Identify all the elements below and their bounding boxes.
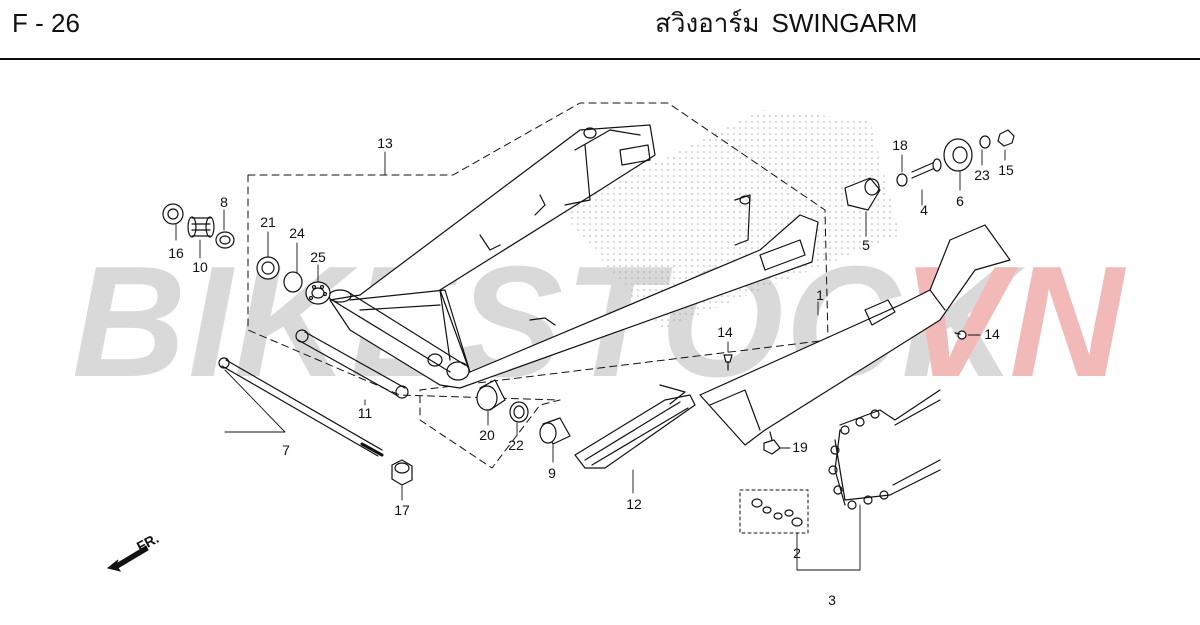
callout-13: 13 <box>377 135 393 151</box>
bolt-14-right <box>954 330 967 340</box>
callout-24: 24 <box>289 225 305 241</box>
adjuster-bolt-4 <box>911 158 942 179</box>
callout-14-right: 14 <box>984 326 1000 342</box>
page-code: F - 26 <box>12 8 80 38</box>
arrow-icon <box>106 545 149 572</box>
drive-chain <box>828 389 941 510</box>
callout-17: 17 <box>394 502 410 518</box>
needle-bearing-20 <box>476 379 506 411</box>
page-title-thai: สวิงอาร์ม <box>655 8 760 38</box>
callout-5: 5 <box>862 237 870 253</box>
callout-3: 3 <box>828 592 836 608</box>
page-title: สวิงอาร์ม SWINGARM <box>655 6 917 40</box>
shading-band <box>560 110 900 330</box>
adjuster-stopper-5 <box>844 177 881 211</box>
callout-12: 12 <box>626 496 642 512</box>
leader-lines <box>175 149 1006 571</box>
callout-7: 7 <box>282 442 290 458</box>
pivot-nut <box>391 459 413 486</box>
dust-seal-spring-10 <box>187 216 215 238</box>
callout-20: 20 <box>479 427 495 443</box>
callout-9: 9 <box>548 465 556 481</box>
subassembly-boundary-13 <box>247 102 829 469</box>
bearing-25 <box>305 281 331 305</box>
callout-14-left: 14 <box>717 324 733 340</box>
pivot-collar <box>295 329 409 399</box>
callout-25: 25 <box>310 249 326 265</box>
nut-15 <box>997 129 1015 147</box>
callout-8: 8 <box>220 194 228 210</box>
chain-joint-kit <box>739 489 809 534</box>
oil-seal-21 <box>256 256 280 280</box>
callout-numbers: 1 2 3 4 5 6 7 8 9 10 11 12 13 14 14 15 1… <box>168 135 1014 608</box>
circlip-18 <box>896 173 908 187</box>
callout-23: 23 <box>974 167 990 183</box>
callout-22: 22 <box>508 437 524 453</box>
page-title-english: SWINGARM <box>771 8 918 38</box>
callout-11: 11 <box>358 405 373 421</box>
callout-19: 19 <box>792 439 808 455</box>
callout-15: 15 <box>998 162 1014 178</box>
chain-case <box>699 224 1011 446</box>
callout-2: 2 <box>793 545 801 561</box>
collar-8 <box>215 231 235 249</box>
collar-9 <box>539 417 571 445</box>
bolt-14-left <box>723 354 733 371</box>
bolt-19 <box>763 431 781 455</box>
callout-16: 16 <box>168 245 184 261</box>
adjuster-plate-6 <box>943 138 973 172</box>
front-direction-arrow: FR. <box>106 530 161 572</box>
seal-22 <box>509 401 529 423</box>
snap-ring-24 <box>283 271 303 293</box>
callout-21: 21 <box>260 214 276 230</box>
washer-23 <box>979 135 991 149</box>
pivot-bolt <box>218 357 384 457</box>
callout-10: 10 <box>192 259 208 275</box>
swingarm-body <box>328 124 819 389</box>
adjusting-bolt-16 <box>162 203 184 225</box>
watermark-text-red: VN <box>902 234 1126 410</box>
callout-1: 1 <box>816 287 824 303</box>
callout-18: 18 <box>892 137 908 153</box>
callout-6: 6 <box>956 193 964 209</box>
chain-slider <box>574 384 696 469</box>
header-divider <box>0 58 1200 60</box>
callout-4: 4 <box>920 202 928 218</box>
